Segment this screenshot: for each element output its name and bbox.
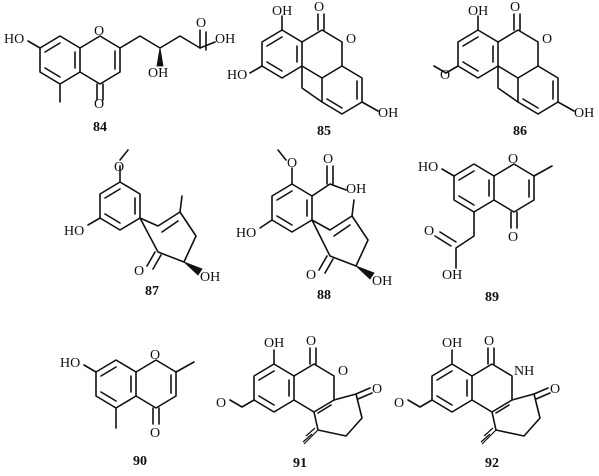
compound-label-89: 89 xyxy=(485,290,499,305)
atom-o: O xyxy=(508,152,518,167)
atom-o: O xyxy=(216,396,226,411)
compound-88-structure xyxy=(259,149,375,280)
atom-ho: HO xyxy=(418,160,438,175)
atom-ho: HO xyxy=(227,68,247,83)
atom-oh: OH xyxy=(264,336,284,351)
atom-o: O xyxy=(323,152,333,167)
atom-oh: OH xyxy=(442,336,462,351)
atom-oh: OH xyxy=(574,106,594,121)
atom-oh: OH xyxy=(200,270,220,285)
compound-label-87: 87 xyxy=(145,284,159,299)
atom-o: O xyxy=(372,382,382,397)
atom-ho: HO xyxy=(236,226,256,241)
compound-label-86: 86 xyxy=(513,124,527,139)
atom-o: O xyxy=(150,348,160,363)
atom-ho: HO xyxy=(60,356,80,371)
atom-o: O xyxy=(287,156,297,171)
atom-o: O xyxy=(542,32,552,47)
atom-ho: HO xyxy=(64,224,84,239)
atom-oh: OH xyxy=(378,106,398,121)
compound-label-84: 84 xyxy=(93,120,107,135)
compound-89-structure xyxy=(434,163,553,269)
atom-o: O xyxy=(134,264,144,279)
atom-oh: OH xyxy=(346,182,366,197)
compound-84-structure xyxy=(27,29,216,103)
atom-oh: OH xyxy=(215,32,235,47)
compound-label-91: 91 xyxy=(293,456,307,471)
atom-o: O xyxy=(306,268,316,283)
compound-90-structure xyxy=(83,359,195,429)
atom-o: O xyxy=(508,230,518,245)
atom-nh: NH xyxy=(514,364,534,379)
atom-ho: HO xyxy=(4,32,24,47)
atom-o: O xyxy=(346,32,356,47)
atom-o: O xyxy=(306,334,316,349)
atom-o: O xyxy=(94,97,104,112)
atom-oh: OH xyxy=(468,4,488,19)
compound-92-structure xyxy=(407,347,551,445)
atom-o: O xyxy=(424,224,434,239)
compound-label-90: 90 xyxy=(133,454,147,469)
compound-86-structure xyxy=(433,13,575,115)
compound-87-structure xyxy=(87,149,203,276)
atom-o: O xyxy=(440,68,450,83)
atom-oh: OH xyxy=(442,268,462,283)
atom-o: O xyxy=(338,364,348,379)
atom-o: O xyxy=(196,16,206,31)
compound-label-85: 85 xyxy=(317,124,331,139)
atom-o: O xyxy=(484,334,494,349)
atom-oh: OH xyxy=(272,4,292,19)
atom-oh: OH xyxy=(148,66,168,81)
atom-o: O xyxy=(510,0,520,15)
compound-label-88: 88 xyxy=(317,288,331,303)
compound-91-structure xyxy=(229,347,373,445)
atom-o: O xyxy=(94,24,104,39)
atom-o: O xyxy=(394,396,404,411)
atom-o: O xyxy=(314,0,324,15)
compound-label-92: 92 xyxy=(485,456,499,471)
compound-85-structure xyxy=(249,13,379,115)
atom-o: O xyxy=(114,160,124,175)
atom-o: O xyxy=(150,426,160,441)
atom-o: O xyxy=(550,382,560,397)
atom-oh: OH xyxy=(372,274,392,289)
